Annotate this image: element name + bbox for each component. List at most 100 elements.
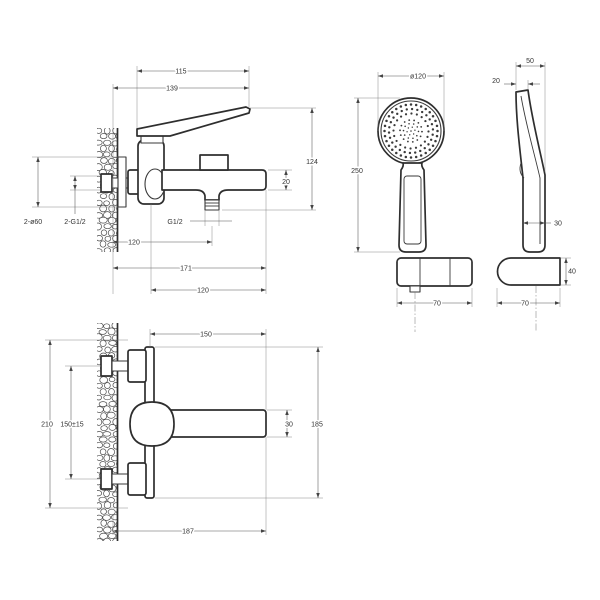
wall-stone (111, 224, 118, 230)
nozzle-dot (400, 109, 403, 113)
wall-stone (104, 346, 111, 354)
nozzle-dot (426, 135, 429, 138)
union-nut-top (127, 349, 147, 383)
wall-stone (97, 514, 103, 521)
nozzle-dot (393, 134, 396, 138)
wall-stone (99, 388, 107, 396)
nozzle-dot (414, 155, 418, 159)
nozzle-dot (404, 113, 408, 116)
wall-flange (117, 156, 127, 208)
wall-stone (97, 323, 104, 330)
nozzle-dot (387, 144, 391, 147)
nozzle-dot (435, 134, 439, 138)
wall-stone (97, 139, 103, 146)
nozzle-dot (396, 112, 399, 116)
diverter-knob (199, 154, 229, 171)
nozzle-dot (420, 116, 423, 119)
nozzle-dot (392, 116, 395, 119)
lever-hub (129, 401, 175, 447)
wall-stone (107, 532, 117, 539)
nozzle-dot (399, 134, 402, 137)
nozzle-dot (402, 129, 405, 132)
nozzle-dot (417, 121, 420, 124)
wall-stone (104, 235, 112, 242)
nozzle-dot (425, 114, 428, 117)
nozzle-dot (408, 122, 410, 125)
nozzle-dot (419, 154, 423, 157)
wall-stone (97, 394, 102, 401)
dimension-label: 50 (526, 58, 534, 65)
nozzle-dot (416, 108, 419, 112)
wall-stone (102, 334, 112, 342)
nozzle-dot (411, 126, 413, 128)
wall-stone (112, 502, 118, 509)
wall-stone (112, 382, 118, 389)
wall-stone (111, 334, 118, 342)
wall-stone (103, 526, 112, 534)
nozzle-dot (436, 129, 439, 133)
nozzle-dot (412, 137, 414, 140)
nozzle-dot (412, 133, 415, 135)
nozzle-dot (399, 115, 403, 118)
wall-stone (97, 526, 103, 533)
nozzle-dot (424, 151, 427, 155)
wall-stone (102, 151, 111, 158)
wall-stone (99, 532, 108, 540)
nozzle-dot (435, 124, 439, 128)
wall-stone (103, 454, 111, 462)
nozzle-dot (428, 148, 431, 151)
nozzle-dot (429, 138, 433, 141)
nozzle-dot (387, 115, 391, 118)
dimension-label: 30 (554, 221, 562, 228)
profile-inner-line (520, 95, 541, 244)
wall-stone (98, 216, 108, 224)
nozzle-dot (394, 145, 397, 148)
wall-stone (99, 339, 107, 347)
nozzle-dot (426, 124, 429, 128)
wall-stone (103, 489, 110, 498)
wall-stone (108, 204, 116, 213)
wall-stone (98, 496, 107, 503)
dimension-label: 2-G1/2 (64, 219, 86, 226)
wall-stone (103, 323, 111, 329)
nozzle-dot (419, 105, 423, 108)
wall-stone (98, 401, 108, 407)
nozzle-dot (420, 125, 423, 128)
nozzle-dot (395, 139, 398, 143)
spout (161, 169, 267, 201)
nozzle-dot (398, 148, 402, 152)
nozzle-dot (413, 119, 415, 122)
dimension-label: 70 (521, 301, 529, 308)
wall-stone (103, 200, 110, 206)
wall-stone (97, 431, 104, 438)
wall-stone (97, 490, 103, 497)
lever-handle (159, 409, 267, 438)
wall-stone (108, 340, 117, 346)
wall-stone (108, 132, 116, 140)
nozzle-dot (419, 135, 422, 138)
wall-stone (107, 520, 116, 528)
wall-stone (112, 491, 118, 498)
wall-stone (103, 405, 111, 413)
nozzle-dot (410, 112, 413, 115)
nozzle-dot (434, 119, 437, 123)
dimension-label: 20 (492, 78, 500, 85)
wall-stone (102, 418, 111, 426)
wall-stone (112, 431, 118, 438)
dimension-label: 40 (568, 269, 576, 276)
wall-stone (112, 247, 118, 252)
dimension-label: 115 (175, 69, 186, 76)
wall-stone (108, 424, 117, 431)
dimension-label: 210 (41, 422, 53, 429)
wall-stone (97, 406, 104, 413)
nozzle-dot (427, 143, 430, 146)
wall-stone (97, 538, 104, 541)
nozzle-dot (403, 134, 406, 136)
nozzle-dot (399, 105, 403, 108)
nozzle-dot (403, 121, 406, 123)
wall-stone (103, 442, 111, 448)
wall-stone (102, 431, 112, 437)
nozzle-dot (423, 140, 426, 143)
wall-stone (97, 199, 103, 206)
wall-stone (97, 248, 103, 252)
